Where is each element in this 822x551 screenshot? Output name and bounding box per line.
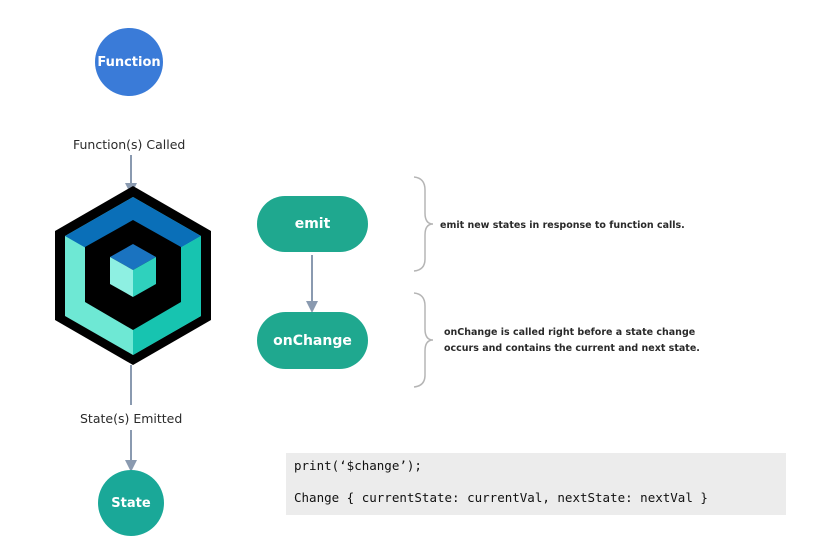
code-snippet: print(‘$change’); Change { currentState:… <box>286 453 786 515</box>
brace-onchange <box>413 292 434 388</box>
code-line-output: Change { currentState: currentVal, nextS… <box>294 490 708 505</box>
onchange-description: onChange is called right before a state … <box>444 325 700 357</box>
state-node: State <box>98 470 164 536</box>
onchange-description-line1: onChange is called right before a state … <box>444 327 696 338</box>
bloc-cube-logo-icon <box>55 186 211 365</box>
states-emitted-label: State(s) Emitted <box>80 411 183 426</box>
emit-node: emit <box>257 196 368 252</box>
function-node: Function <box>95 28 163 96</box>
onchange-node: onChange <box>257 312 368 369</box>
emit-description: emit new states in response to function … <box>440 220 685 231</box>
code-line-print: print(‘$change’); <box>294 458 422 473</box>
brace-emit <box>413 176 434 272</box>
onchange-description-line2: occurs and contains the current and next… <box>444 343 700 354</box>
functions-called-label: Function(s) Called <box>73 137 186 152</box>
